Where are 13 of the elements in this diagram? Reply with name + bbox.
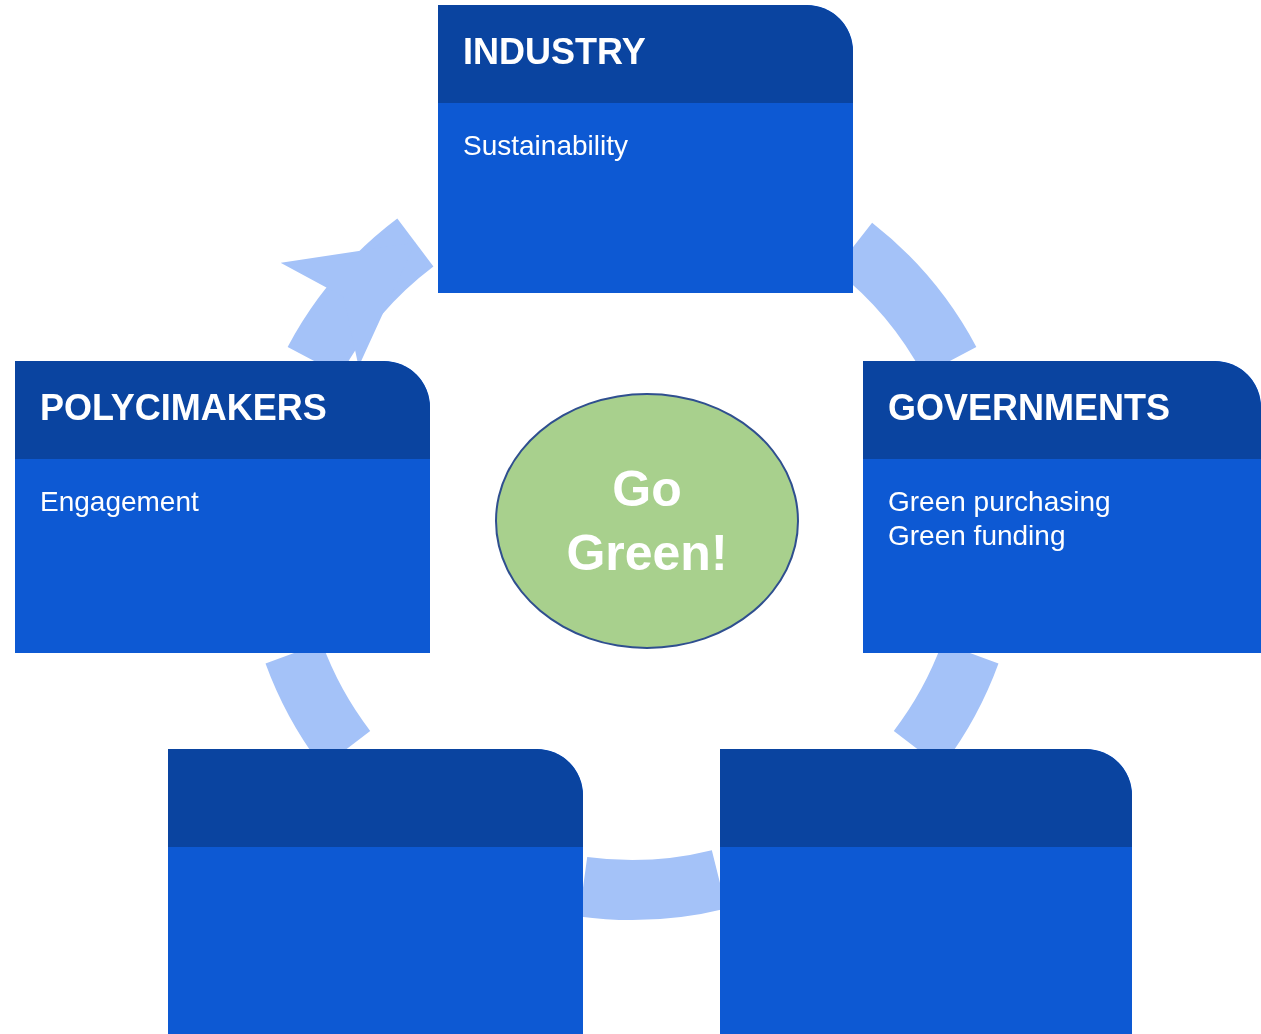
card-text: Engagement bbox=[40, 485, 199, 519]
card bbox=[15, 361, 430, 653]
card-text: Green purchasing bbox=[888, 485, 1111, 519]
card bbox=[720, 749, 1132, 1034]
card-text: Sustainability bbox=[463, 129, 628, 163]
card-heading: POLYCIMAKERS bbox=[15, 361, 430, 459]
card-heading: GOVERNMENTS bbox=[863, 361, 1261, 459]
card-text: Green funding bbox=[888, 519, 1066, 553]
card-heading: INDUSTRY bbox=[438, 5, 853, 103]
ellipse-label: Go Green! bbox=[565, 460, 729, 583]
card bbox=[438, 5, 853, 293]
card bbox=[863, 361, 1261, 653]
card bbox=[168, 749, 583, 1034]
